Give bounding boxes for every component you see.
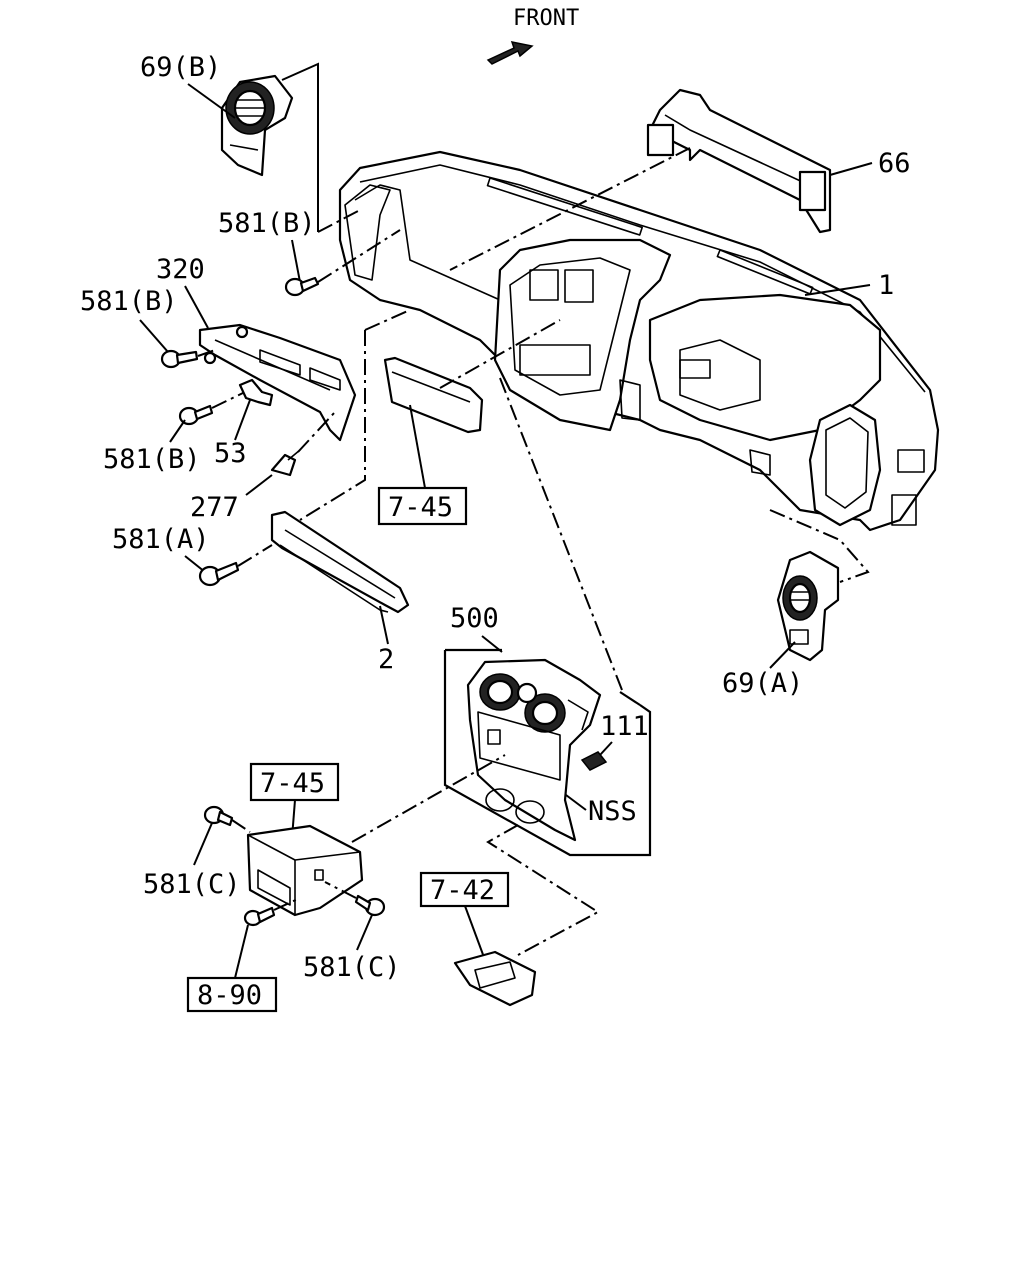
clip-277: [270, 449, 301, 477]
part-7-45-top: [383, 356, 484, 434]
ref-7-42[interactable]: 7-42: [430, 875, 495, 906]
callout-screw-581b-low: 581(B): [103, 444, 201, 475]
callout-brace-2: 2: [378, 644, 394, 675]
ref-7-45-top[interactable]: 7-45: [388, 492, 453, 523]
front-label: FRONT: [513, 6, 579, 31]
callout-center-panel: 500: [450, 603, 499, 634]
vent-right-69a: [776, 550, 840, 662]
center-panel-500: [466, 658, 602, 842]
ref-box-7-45-top[interactable]: [377, 486, 468, 526]
screw-581c-right: [354, 894, 386, 917]
screw-581c-left: [203, 805, 234, 827]
callout-screw-581a: 581(A): [112, 524, 210, 555]
part-111: [580, 751, 608, 771]
part-7-45-bottom: [246, 824, 364, 917]
screw-581b-top: [284, 276, 320, 297]
callout-bracket-66: 66: [878, 148, 911, 179]
screw-8-90: [243, 906, 276, 927]
screw-581a: [198, 561, 240, 587]
front-arrow-icon: [486, 41, 534, 65]
callout-nss: NSS: [588, 796, 637, 827]
callout-part-111: 111: [600, 711, 649, 742]
brace-2: [270, 510, 410, 614]
clip-53: [238, 378, 274, 407]
bracket-66: [646, 88, 832, 234]
callout-vent-right: 69(A): [722, 668, 803, 699]
ref-box-8-90[interactable]: [186, 976, 278, 1013]
dashboard-panel: [338, 150, 940, 532]
screw-581b-mid: [160, 349, 199, 369]
callout-screw-581c-right: 581(C): [303, 952, 401, 983]
vent-left-69b: [220, 74, 294, 177]
ref-box-7-42[interactable]: [419, 871, 510, 908]
part-7-42: [453, 950, 537, 1007]
callout-screw-581b-mid: 581(B): [80, 286, 178, 317]
callout-bracket-320: 320: [156, 254, 205, 285]
callout-screw-581c-left: 581(C): [143, 869, 241, 900]
callout-clip-277: 277: [190, 492, 239, 523]
callout-clip-53: 53: [214, 438, 247, 469]
ref-7-45-bottom[interactable]: 7-45: [260, 768, 325, 799]
bracket-320: [198, 323, 357, 442]
callout-dashboard: 1: [878, 270, 894, 301]
callout-vent-left: 69(B): [140, 52, 221, 83]
callout-screw-581b-top: 581(B): [218, 208, 316, 239]
ref-8-90[interactable]: 8-90: [197, 980, 262, 1011]
